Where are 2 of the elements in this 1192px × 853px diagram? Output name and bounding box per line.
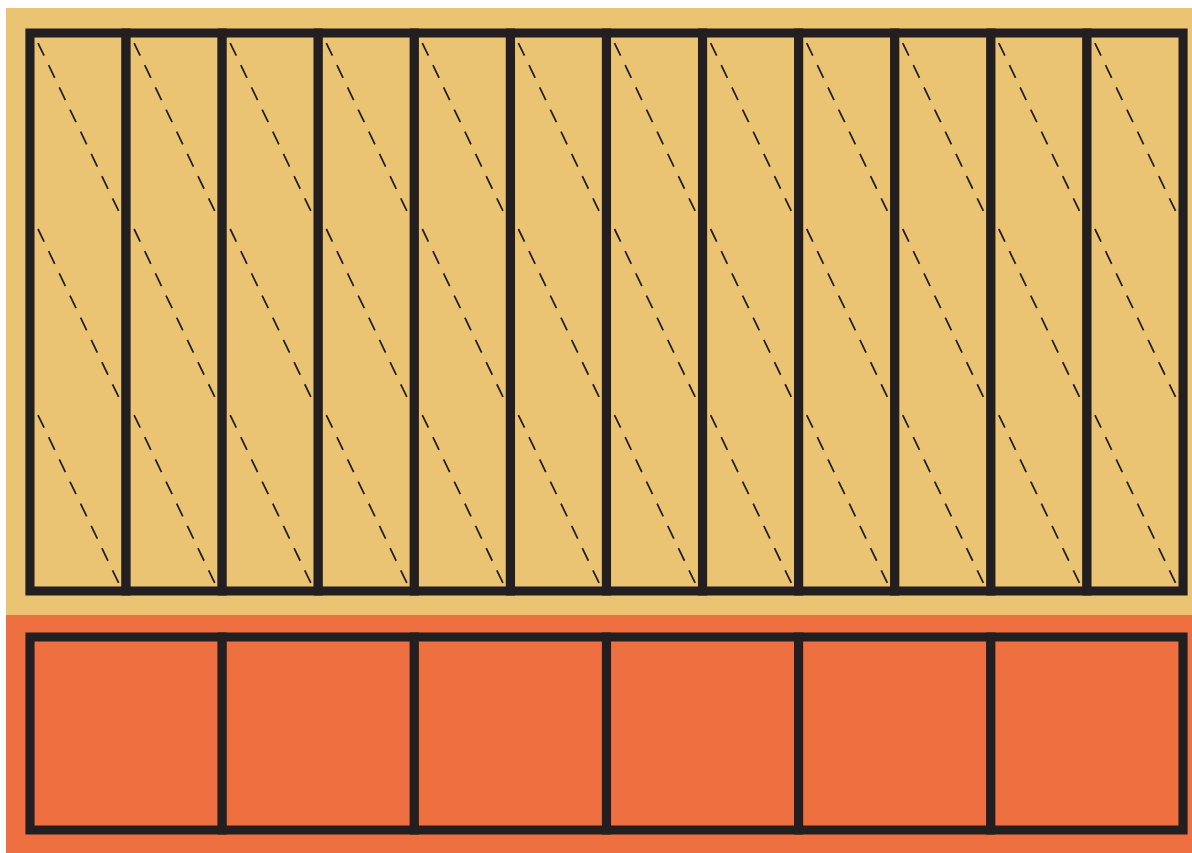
panel — [986, 632, 1188, 835]
panel — [1082, 28, 1188, 596]
